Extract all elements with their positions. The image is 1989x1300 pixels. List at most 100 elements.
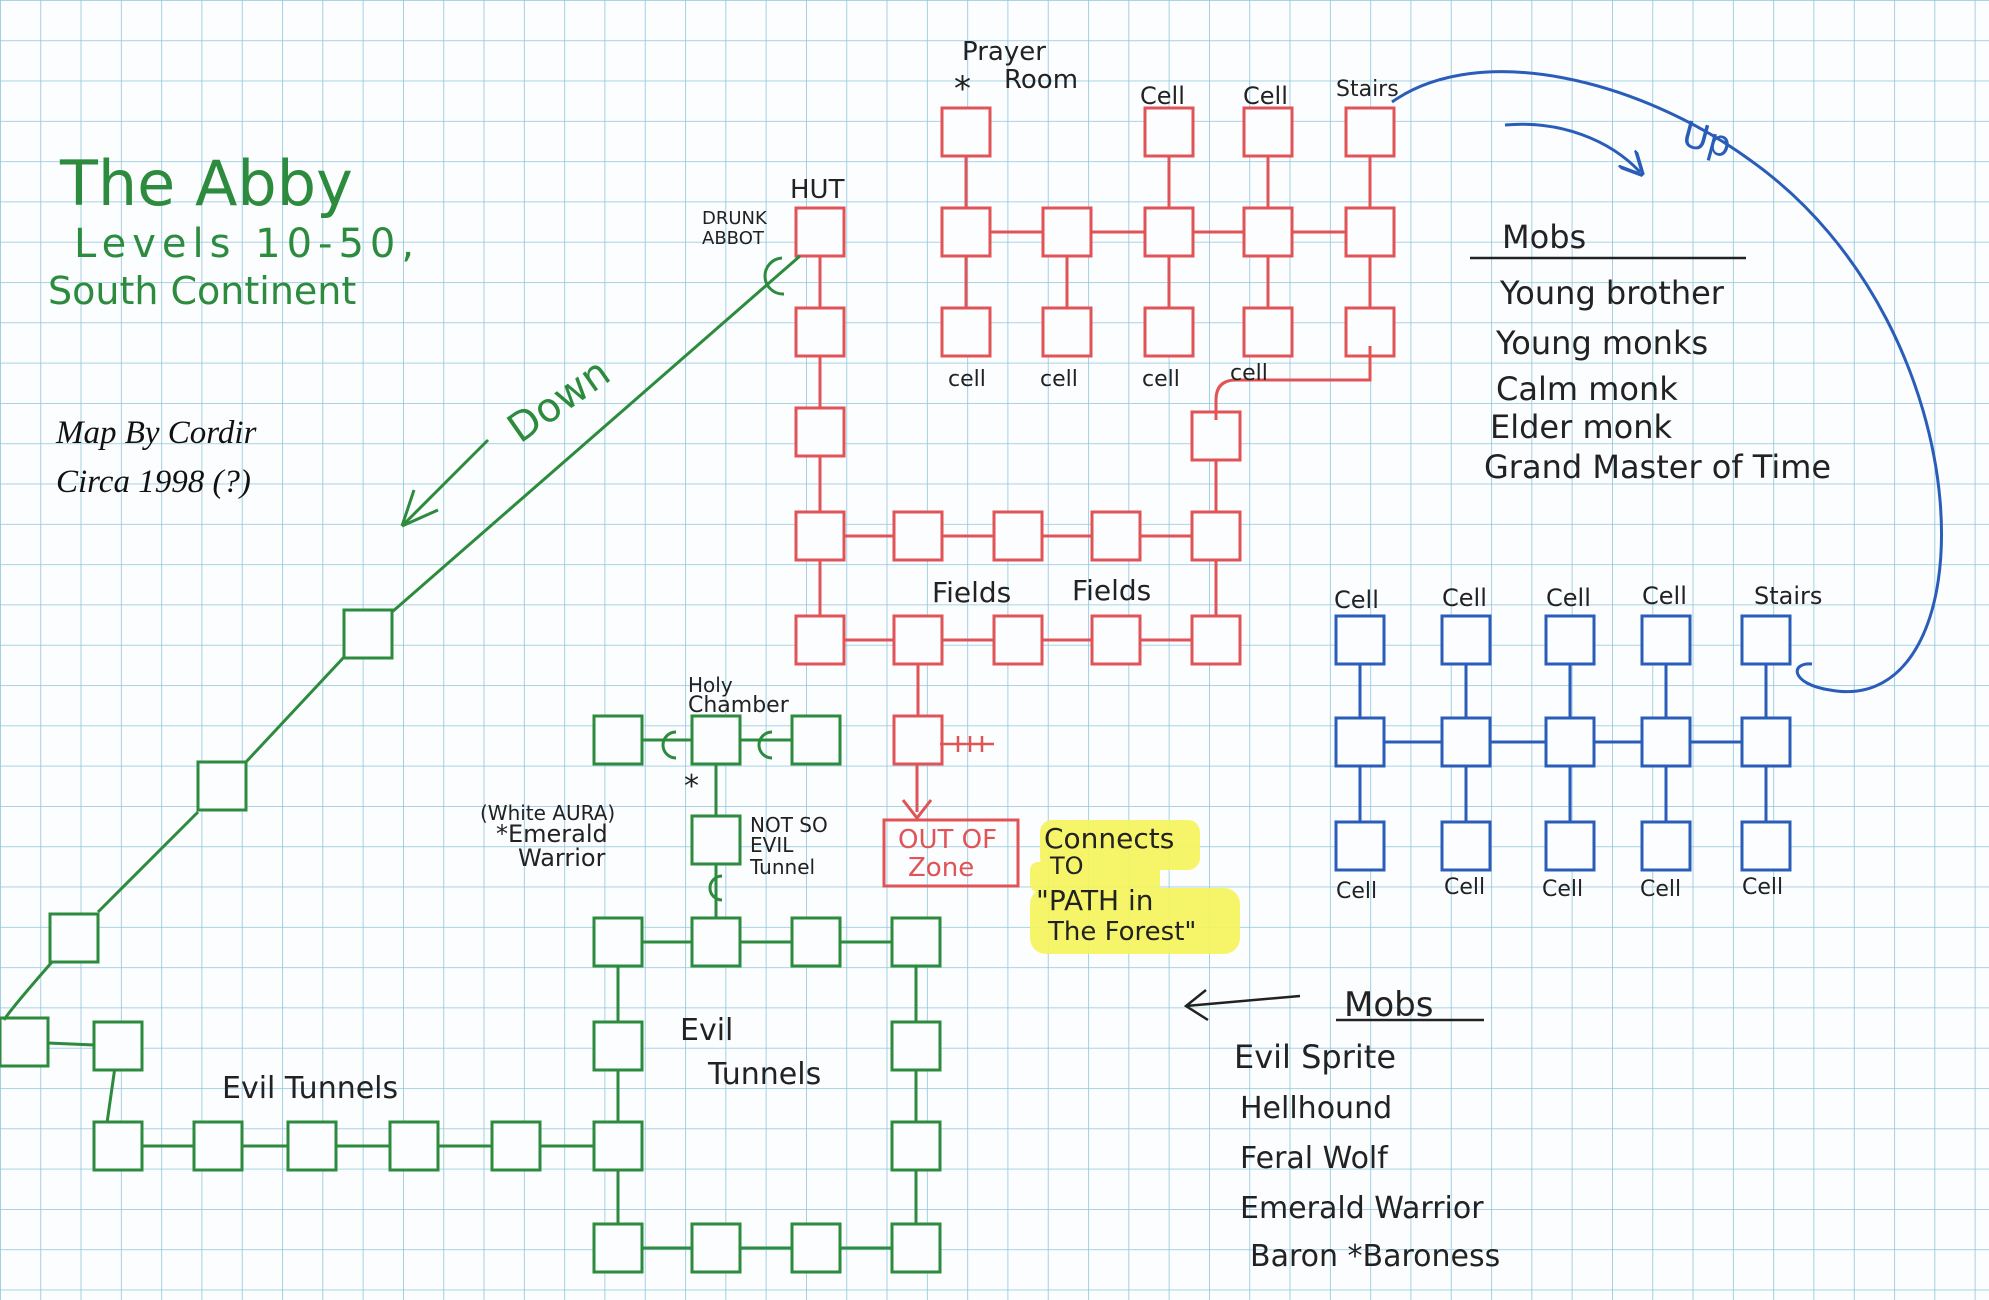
cell-label-blue-bottom-2: Cell	[1444, 875, 1485, 900]
holy-star-marker: *	[684, 769, 699, 804]
tunnel-room	[92, 1020, 144, 1072]
cell-room	[1344, 306, 1396, 358]
door-marker-icon	[940, 736, 994, 752]
cell-room	[1640, 614, 1692, 666]
cell-label-bottom-3: cell	[1142, 367, 1180, 392]
connects-label-3: "PATH in	[1036, 884, 1154, 917]
field-room	[794, 614, 846, 666]
tunnel-room	[490, 1120, 542, 1172]
cell-room	[1143, 106, 1195, 158]
cell-room	[940, 306, 992, 358]
corridor-room	[1143, 206, 1195, 258]
cell-room	[1740, 614, 1792, 666]
cell-label-bottom-4: cell	[1230, 361, 1268, 386]
tunnel-room	[890, 916, 942, 968]
tunnel-room	[192, 1120, 244, 1172]
emerald-warrior-label: *Emerald	[496, 820, 608, 848]
chamber-room	[790, 714, 842, 766]
map-title: The Abby	[59, 147, 353, 220]
field-room	[892, 510, 944, 562]
mob-upper-item: Young monks	[1495, 324, 1708, 362]
corridor-room	[794, 306, 846, 358]
tunnel-room	[286, 1120, 338, 1172]
cell-room	[1041, 306, 1093, 358]
mob-marker-icon	[757, 730, 773, 760]
down-trail	[2, 254, 801, 1021]
cell-room	[1344, 106, 1396, 158]
evil-tunnels-label-center-2: Tunnels	[707, 1057, 821, 1092]
cell-label-bottom-2: cell	[1040, 367, 1078, 392]
corridor-room	[1041, 206, 1093, 258]
tunnel-room	[690, 916, 742, 968]
tunnel-room	[890, 1020, 942, 1072]
mob-marker-icon	[763, 256, 785, 296]
mobs-heading-upper: Mobs	[1502, 218, 1586, 256]
cell-room	[1544, 820, 1596, 872]
corridor-room	[940, 206, 992, 258]
cell-room	[1334, 716, 1386, 768]
field-room	[1190, 510, 1242, 562]
tunnel-room	[592, 1120, 644, 1172]
not-so-evil-label-2: EVIL	[750, 833, 794, 857]
not-so-evil-label: NOT SO	[750, 813, 828, 837]
tunnel-room	[592, 916, 644, 968]
cell-room	[1640, 716, 1692, 768]
tunnel-room	[690, 814, 742, 866]
corridor-room	[794, 206, 846, 258]
up-stairs-curve	[1391, 70, 1943, 694]
drunk-abbot-label: DRUNK	[702, 208, 768, 229]
cell-room	[1740, 716, 1792, 768]
cell-room	[1242, 106, 1294, 158]
map-levels: Levels 10-50,	[74, 221, 420, 267]
cell-label-blue-top-3: Cell	[1546, 584, 1591, 612]
cell-label-blue-bottom-3: Cell	[1542, 877, 1583, 902]
cell-label-blue-top-1: Cell	[1334, 586, 1379, 614]
mob-lower-item: Emerald Warrior	[1240, 1191, 1484, 1226]
mobs-lower-arrow-icon	[1183, 989, 1209, 1022]
out-of-zone-label-2: Zone	[908, 853, 974, 883]
tunnel-room	[890, 1120, 942, 1172]
trail-room	[48, 912, 100, 964]
tunnel-room	[790, 916, 842, 968]
prayer-mark-icon: *	[954, 69, 971, 109]
down-arrow-icon	[400, 438, 490, 528]
corridor-room	[794, 406, 846, 458]
evil-tunnels-label-center: Evil	[680, 1013, 733, 1048]
fields-label-2: Fields	[1072, 574, 1151, 607]
corridor-room	[1344, 206, 1396, 258]
emerald-warrior-label-2: Warrior	[518, 844, 606, 872]
prayer-room-label: Prayer	[962, 37, 1046, 67]
cell-room	[1242, 306, 1294, 358]
credit-date: Circa 1998 (?)	[56, 464, 251, 500]
mobs-lower-arrow	[1185, 994, 1301, 1008]
evil-tunnels-label-left: Evil Tunnels	[222, 1071, 398, 1106]
field-room	[1190, 614, 1242, 666]
white-aura-label: (White AURA)	[480, 801, 615, 825]
cell-connector-path	[1214, 346, 1372, 420]
cell-label-blue-bottom-1: Cell	[1336, 879, 1377, 904]
mob-upper-item: Grand Master of Time	[1484, 448, 1831, 486]
field-room	[992, 510, 1044, 562]
mob-upper-item: Young brother	[1499, 274, 1725, 312]
connects-label: Connects	[1044, 822, 1174, 855]
cell-room	[1640, 820, 1692, 872]
stairs-label-blue: Stairs	[1754, 582, 1822, 610]
mob-lower-item: Baron *Baroness	[1250, 1239, 1500, 1274]
cell-label-top-1: Cell	[1140, 82, 1185, 110]
tunnel-room	[790, 1222, 842, 1274]
trail-room	[342, 608, 394, 660]
mob-lower-item: Feral Wolf	[1240, 1141, 1389, 1176]
exit-room	[892, 714, 944, 766]
cell-label-blue-top-2: Cell	[1442, 584, 1487, 612]
cell-room	[1440, 614, 1492, 666]
cell-label-blue-top-4: Cell	[1642, 582, 1687, 610]
tunnel-room	[690, 1222, 742, 1274]
cell-label-blue-bottom-4: Cell	[1640, 877, 1681, 902]
corridor-room	[1242, 206, 1294, 258]
cell-room	[1544, 716, 1596, 768]
mobs-heading-lower: Mobs	[1344, 985, 1433, 1025]
holy-chamber-label: Holy	[688, 673, 733, 697]
not-so-evil-label-3: Tunnel	[749, 855, 815, 879]
tunnel-room	[92, 1120, 144, 1172]
cell-label-top-2: Cell	[1243, 82, 1288, 110]
